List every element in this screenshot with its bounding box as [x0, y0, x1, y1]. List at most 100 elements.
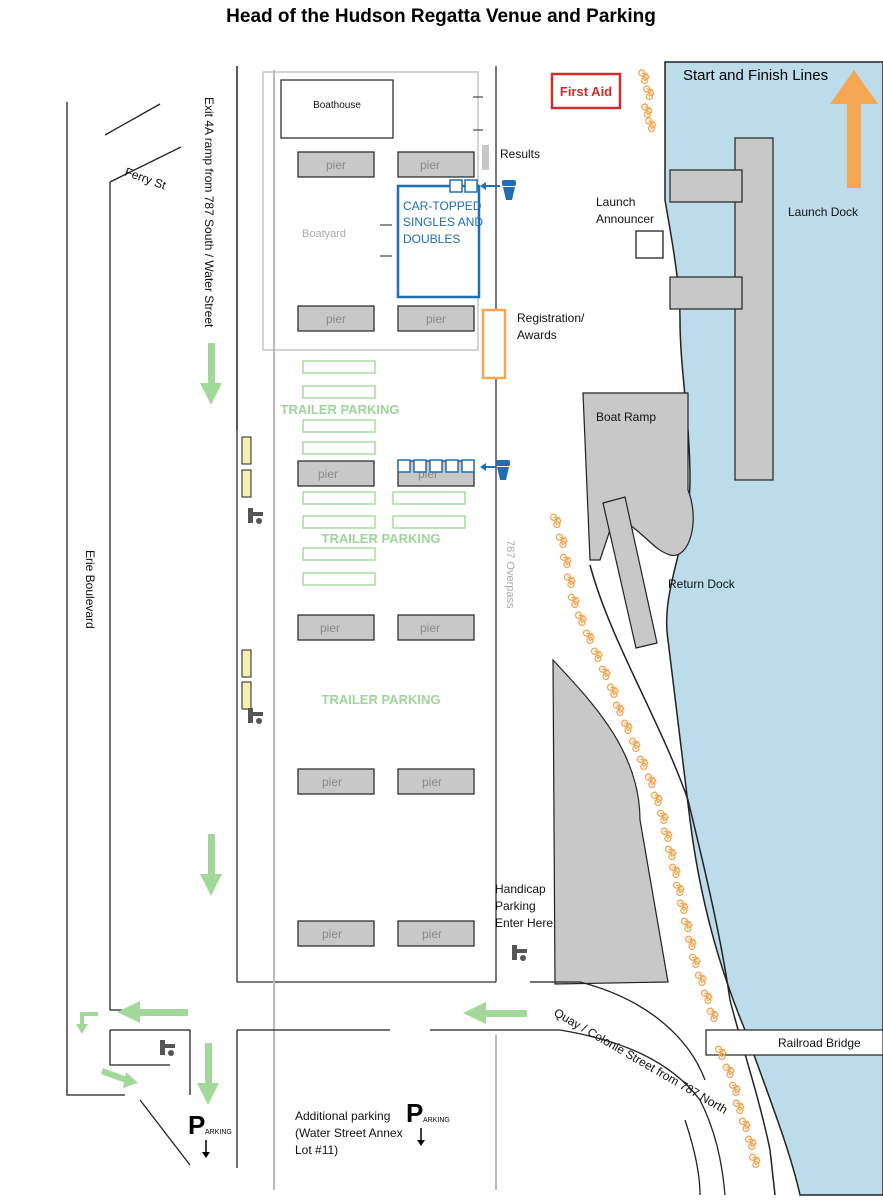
handicap-icon	[512, 945, 527, 961]
pier-label: pier	[426, 312, 446, 326]
bike-icon	[641, 103, 653, 119]
bike-icon	[555, 533, 568, 549]
additional-parking-label-2: (Water Street Annex	[295, 1126, 403, 1140]
map-title: Head of the Hudson Regatta Venue and Par…	[226, 6, 656, 27]
handicap-label-3: Enter Here	[495, 916, 553, 930]
quay-street-north-edge	[430, 1029, 726, 1196]
pier-label: pier	[420, 158, 440, 172]
pier-label: pier	[326, 158, 346, 172]
parking-p: P	[406, 1098, 423, 1128]
bike-parking-icons	[549, 69, 761, 1169]
railroad-bridge	[705, 1029, 883, 1056]
bike-icon	[650, 791, 663, 807]
registration-label-2: Awards	[517, 328, 557, 342]
bike-icon	[722, 1063, 735, 1079]
bike-icon	[643, 85, 655, 101]
trailer-parking-label-2: TRAILER PARKING	[322, 531, 441, 546]
boatyard-label: Boatyard	[302, 228, 346, 240]
start-finish-label: Start and Finish Lines	[683, 67, 828, 84]
launch-announcer-label-1: Launch	[596, 195, 635, 209]
bike-icon	[738, 1117, 751, 1133]
bike-icon	[620, 719, 633, 735]
bike-icon	[656, 809, 669, 825]
bike-icon	[636, 755, 649, 771]
car-topped-label-3: DOUBLES	[403, 232, 460, 246]
parking-p: P	[188, 1110, 205, 1140]
handicap-icon	[160, 1040, 175, 1056]
riverbank-line	[589, 564, 776, 1196]
registration-tent	[481, 308, 507, 380]
registration-label-1: Registration/	[517, 311, 585, 325]
railroad-bridge-label: Railroad Bridge	[778, 1036, 861, 1050]
bike-icon	[748, 1153, 761, 1169]
pier-label: pier	[322, 927, 342, 941]
rack-marker	[449, 179, 463, 193]
bike-icon	[598, 665, 611, 681]
boathouse-label: Boathouse	[313, 100, 361, 111]
bike-icon	[744, 1135, 757, 1151]
handicap-icon	[248, 708, 263, 724]
bike-icon	[676, 899, 689, 915]
rack-marker	[464, 179, 478, 193]
overpass-label: 787 Overpass	[504, 540, 516, 609]
pier-label: pier	[422, 775, 442, 789]
erie-boulevard-east-edge	[109, 182, 185, 1011]
return-dock	[602, 496, 658, 649]
parking-sign: P ARKING	[406, 1098, 450, 1146]
bike-icon	[688, 953, 701, 969]
handicap-label-1: Handicap	[495, 882, 546, 896]
quay-road-curve	[684, 1119, 701, 1196]
bike-icon	[644, 773, 657, 789]
bike-icon	[684, 935, 697, 951]
traffic-arrow-left	[463, 1002, 527, 1024]
boat-ramp-label: Boat Ramp	[596, 410, 656, 424]
traffic-arrow-diagonal	[101, 1068, 138, 1088]
pier-label: pier	[322, 775, 342, 789]
piers	[297, 151, 475, 947]
launch-dock-pier-upper	[669, 169, 743, 203]
pier-label: pier	[422, 927, 442, 941]
bike-icon	[549, 513, 562, 529]
quay-street-label: Quay / Colonie Street from 787 North	[552, 1005, 731, 1116]
return-dock-label: Return Dock	[668, 577, 736, 591]
bike-icon	[664, 845, 677, 861]
bike-icon	[706, 1007, 719, 1023]
parking-word: ARKING	[205, 1129, 232, 1136]
river-water	[664, 61, 883, 1196]
traffic-arrow-down	[200, 343, 222, 405]
bike-icon	[582, 629, 595, 645]
pier-label: pier	[326, 312, 346, 326]
trailer-parking-label-1: TRAILER PARKING	[281, 402, 400, 417]
bike-icon	[668, 863, 681, 879]
restroom-racks	[397, 459, 475, 473]
bike-icon	[680, 917, 693, 933]
start-direction-arrow	[830, 70, 878, 188]
bike-icon	[714, 1045, 727, 1061]
bike-icon	[645, 117, 657, 133]
traffic-arrow-left	[117, 1001, 188, 1023]
trailer-parking-spaces	[302, 360, 466, 586]
boathouse	[280, 79, 394, 139]
bike-icon	[700, 989, 713, 1005]
quay-street-south-edge	[530, 981, 706, 1081]
first-aid-label: First Aid	[560, 84, 612, 99]
ferry-st-edge	[104, 103, 161, 136]
bike-icon	[660, 827, 673, 843]
lower-triangle	[109, 1030, 170, 1066]
launch-dock-pier-lower	[669, 276, 743, 310]
bike-icon	[638, 69, 650, 85]
handicap-label-2: Parking	[495, 899, 536, 913]
trailer-parking-label-3: TRAILER PARKING	[322, 692, 441, 707]
bike-icon	[567, 593, 580, 609]
traffic-arrow-down	[200, 834, 222, 896]
launch-announcer-label-2: Announcer	[596, 212, 654, 226]
bike-icon	[563, 573, 576, 589]
additional-parking-label-3: Lot #11)	[295, 1143, 338, 1157]
handicap-icon	[248, 508, 263, 524]
bike-icon	[672, 881, 685, 897]
bike-icon	[574, 611, 587, 627]
bike-icon	[590, 647, 603, 663]
restroom-icon	[480, 460, 510, 480]
ramp-edge	[139, 1099, 191, 1166]
